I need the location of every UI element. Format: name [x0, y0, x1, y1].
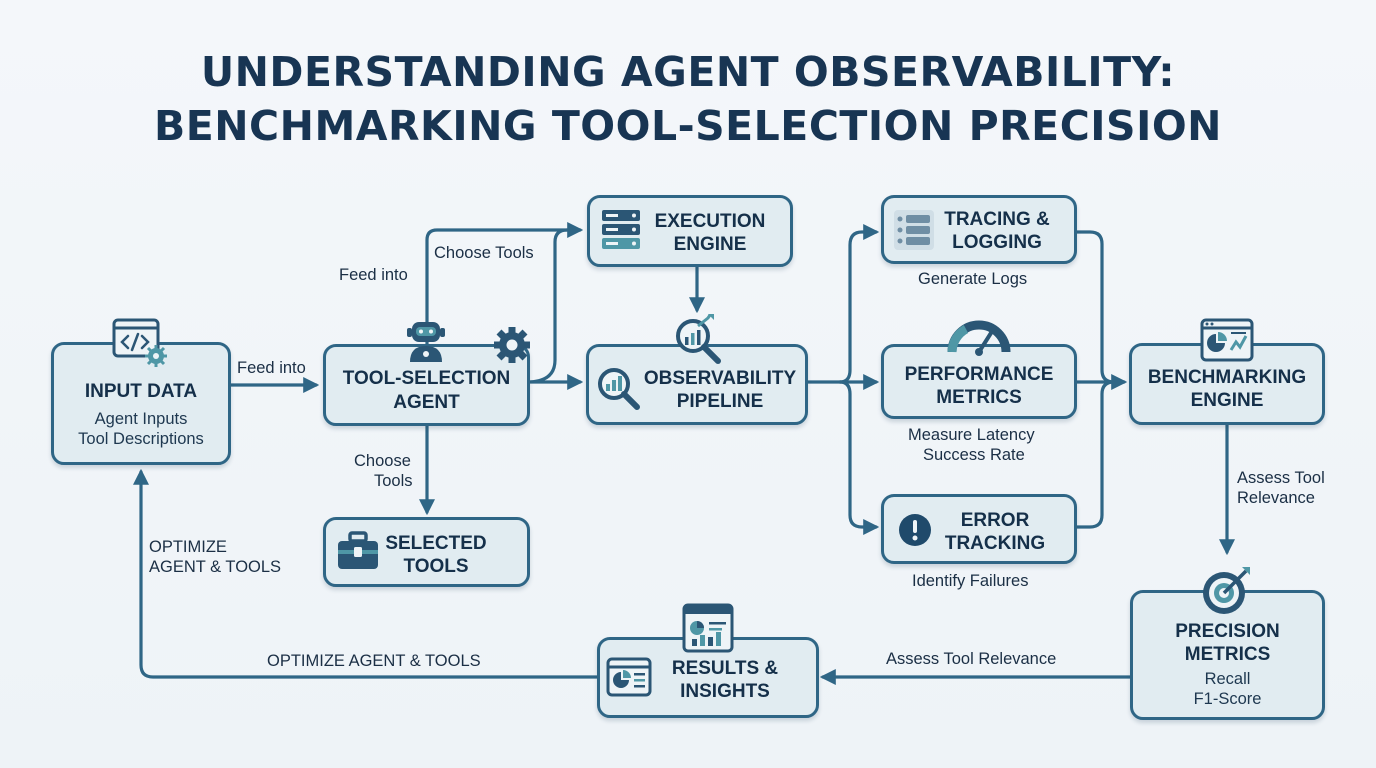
label-choose-tools-upper: Choose Tools [434, 244, 534, 262]
dashboard-icon [1200, 318, 1254, 362]
label-choose-tools-down-l2: Tools [374, 472, 413, 490]
node-agent-title-l1: TOOL-SELECTION [342, 368, 511, 389]
label-identify-failures: Identify Failures [912, 572, 1029, 590]
node-input-data: INPUT DATA Agent Inputs Tool Description… [51, 342, 231, 465]
label-optimize-bottom: OPTIMIZE AGENT & TOOLS [267, 652, 481, 670]
node-agent-title-l2: AGENT [393, 392, 460, 413]
magnifier-analytics-icon [676, 314, 721, 364]
node-error-title-l2: TRACKING [944, 533, 1046, 554]
label-generate-logs: Generate Logs [918, 270, 1028, 288]
node-input-data-line2: Tool Descriptions [78, 430, 204, 448]
report-icon [682, 603, 734, 653]
node-results-title-l1: RESULTS & [671, 658, 779, 679]
robot-icon [407, 322, 445, 362]
node-execution-title-l1: EXECUTION [654, 211, 766, 232]
alert-icon [899, 514, 931, 546]
node-execution-title-l2: ENGINE [673, 234, 747, 255]
edge-results-to-input [133, 468, 600, 679]
label-choose-tools-down-l1: Choose [354, 452, 411, 470]
node-precision-line1: Recall [1204, 670, 1251, 688]
gauge-icon [947, 320, 1011, 356]
code-gear-icon [112, 318, 167, 367]
node-performance-metrics: PERFORMANCE METRICS [881, 344, 1077, 419]
chart-window-icon [606, 657, 652, 697]
target-icon [1203, 567, 1250, 614]
label-feed-into-upper: Feed into [339, 266, 408, 284]
node-precision-title-l1: PRECISION [1175, 621, 1280, 642]
node-error-title-l1: ERROR [960, 510, 1030, 531]
toolbox-icon [338, 531, 378, 569]
node-tracing-title-l2: LOGGING [952, 232, 1042, 253]
gear-icon [494, 327, 530, 363]
node-results-title-l2: INSIGHTS [680, 681, 770, 702]
log-list-icon [894, 210, 934, 250]
label-feed-into-main: Feed into [237, 359, 306, 377]
node-selected-title-l2: TOOLS [403, 556, 469, 577]
label-success-rate: Success Rate [923, 446, 1025, 464]
page-title-line2: BENCHMARKING TOOL-SELECTION PRECISION [153, 102, 1222, 150]
edge-tracing-to-bench [1074, 230, 1116, 384]
node-selected-title-l1: SELECTED [385, 533, 487, 554]
label-assess-right-l2: Relevance [1237, 489, 1315, 507]
node-performance-title-l1: PERFORMANCE [904, 364, 1054, 385]
node-benchmarking-title-l1: BENCHMARKING [1147, 367, 1307, 388]
edge-error-to-bench [1074, 380, 1116, 529]
node-input-data-title: INPUT DATA [84, 381, 198, 402]
edge-branch-to-tracing [838, 224, 880, 384]
node-precision-title-l2: METRICS [1184, 644, 1271, 665]
node-observability-title-l1: OBSERVABILITY [643, 368, 797, 389]
node-benchmarking-title-l2: ENGINE [1190, 390, 1264, 411]
node-input-data-line1: Agent Inputs [94, 410, 188, 428]
edge-agent-merge [525, 228, 569, 384]
node-performance-title-l2: METRICS [936, 387, 1022, 408]
label-optimize-left-l1: OPTIMIZE [149, 538, 227, 556]
node-tracing-title-l1: TRACING & [944, 209, 1050, 230]
magnifier-chart-icon [598, 368, 640, 410]
server-rack-icon [602, 210, 640, 249]
page-title-line1: UNDERSTANDING AGENT OBSERVABILITY: [200, 48, 1176, 96]
label-measure-latency: Measure Latency [908, 426, 1035, 444]
node-observability-title-l2: PIPELINE [676, 391, 764, 412]
label-assess-right-l1: Assess Tool [1237, 469, 1325, 487]
node-precision-line2: F1-Score [1193, 690, 1262, 708]
label-assess-bottom: Assess Tool Relevance [886, 650, 1057, 668]
label-optimize-left-l2: AGENT & TOOLS [149, 558, 282, 576]
edge-agent-up-branch [425, 222, 584, 347]
edge-branch-to-error [838, 380, 880, 535]
